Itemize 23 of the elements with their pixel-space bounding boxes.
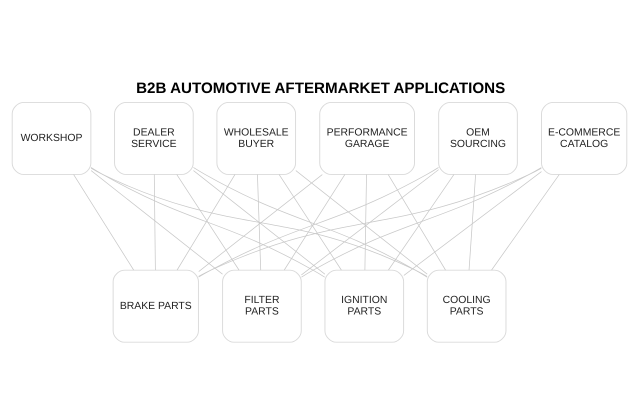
node-box: WORKSHOP	[12, 102, 92, 175]
connector	[491, 174, 560, 270]
node-box: DEALER SERVICE	[114, 102, 194, 175]
node-box: PERFORMANCE GARAGE	[319, 102, 415, 175]
connector	[73, 174, 134, 270]
connector	[301, 167, 542, 278]
connector	[154, 174, 156, 270]
connector	[364, 174, 367, 270]
node-box: WHOLESALE BUYER	[216, 102, 296, 175]
connector	[468, 174, 476, 270]
connector	[90, 168, 428, 277]
node-box: OEM SOURCING	[438, 102, 518, 175]
connector	[198, 168, 542, 277]
connector	[257, 174, 262, 270]
diagram-title: B2B AUTOMOTIVE AFTERMARKET APPLICATIONS	[136, 80, 506, 97]
node-box: COOLING PARTS	[426, 270, 506, 343]
connector	[90, 167, 326, 278]
node-box: FILTER PARTS	[222, 270, 302, 343]
node-box: IGNITION PARTS	[324, 270, 404, 343]
connector	[403, 171, 542, 276]
node-box: E-COMMERCE CATALOG	[541, 102, 628, 175]
connector	[90, 170, 223, 275]
node-box: BRAKE PARTS	[112, 270, 199, 343]
